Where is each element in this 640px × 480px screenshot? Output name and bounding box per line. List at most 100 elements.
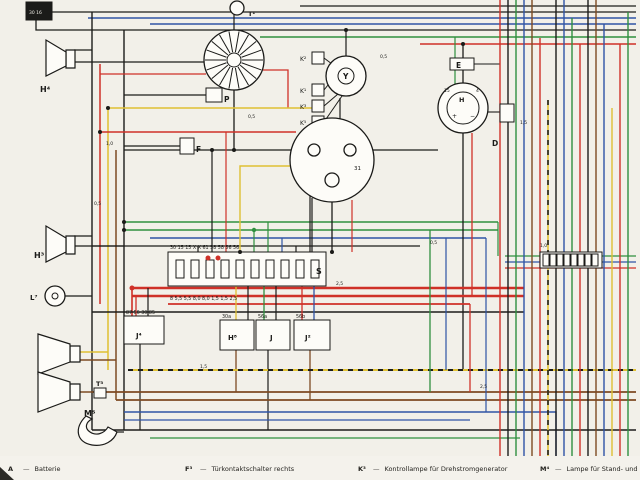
diagram-label: T³ — [96, 380, 103, 388]
fuse-cell — [280, 259, 290, 279]
diagram-label: T¹ — [248, 10, 255, 18]
speaker-h3-body — [65, 235, 76, 255]
legend-separator: — — [23, 465, 30, 473]
horn-m5-symbol — [77, 415, 118, 446]
diagram-label: 2,5 — [336, 281, 343, 287]
legend-separator: — — [555, 465, 562, 473]
fan-spoke — [234, 31, 240, 53]
junction-dot — [129, 285, 135, 291]
legend-label: Lampe für Stand- und — [566, 465, 638, 473]
relay-h8-box — [219, 319, 255, 351]
wire — [323, 93, 339, 107]
diagram-label: 56b — [296, 314, 305, 320]
fan-spoke — [211, 64, 229, 80]
fan-spoke — [211, 40, 229, 56]
diagram-label: 0,5 — [94, 201, 101, 207]
strip-cell — [563, 253, 571, 267]
junction-dot — [205, 255, 211, 261]
diagram-label: − — [470, 113, 475, 120]
junction-dot — [106, 106, 110, 110]
diagram-label: 4 — [476, 88, 479, 94]
junction-dot — [461, 42, 465, 46]
fuse-cell — [310, 259, 320, 279]
fuse-cell — [175, 259, 185, 279]
fan-spoke — [228, 67, 234, 89]
diagram-label: 2,5 — [480, 384, 487, 390]
diagram-label: J — [269, 334, 273, 342]
legend-separator: — — [373, 465, 380, 473]
fan-spoke — [228, 31, 234, 53]
diagram-label: 0,5 — [380, 54, 387, 60]
diagram-label: K⁵ — [300, 120, 307, 127]
legend-label: Kontrollampe für Drehstromgenerator — [384, 465, 508, 473]
diagram-label: 1,0 — [106, 141, 113, 147]
junction-dot — [210, 148, 214, 152]
diagram-label: M⁵ — [84, 409, 96, 418]
diagram-label: 0,5 — [430, 240, 437, 246]
diagram-label: + — [452, 113, 457, 120]
relay-j4-box — [123, 315, 165, 345]
legend-item: M⁴—Lampe für Stand- und — [540, 465, 637, 473]
diagram-label: H⁸ — [228, 334, 237, 342]
component-t3-box — [93, 387, 107, 399]
diagram-label: 30a — [222, 314, 231, 320]
speaker-h4-body — [65, 49, 76, 69]
instrument-cluster-symbol — [289, 117, 375, 203]
diagram-label: 0,5 — [248, 114, 255, 120]
lamp-k2-box — [311, 51, 325, 65]
fan-spoke — [206, 62, 227, 71]
legend-label: Türkontaktschalter rechts — [211, 465, 295, 473]
legend-item: K³ — Kontrollampe für Drehstromgenerator — [358, 465, 507, 473]
diagram-label: 1,5 — [200, 364, 207, 370]
speaker-h4-cone — [45, 38, 67, 77]
diagram-label: S — [316, 267, 322, 276]
lamp-k3-box — [311, 99, 325, 113]
diagram-label: F — [196, 145, 201, 154]
diagram-label: K¹ — [300, 88, 307, 95]
relay-j-box — [255, 319, 291, 351]
inner-circle — [226, 52, 242, 68]
legend-label: Batterie — [34, 465, 61, 473]
fuse-cell — [220, 259, 230, 279]
junction-dot — [232, 148, 236, 152]
headlamp-upper-body — [69, 345, 81, 363]
junction-dot — [251, 227, 257, 233]
cluster-sub-dial — [343, 143, 357, 157]
junction-dot — [330, 250, 334, 254]
fuse-cell — [235, 259, 245, 279]
legend-key: K³ — [358, 465, 366, 473]
relay-j2-box — [293, 319, 331, 351]
fan-spoke — [241, 62, 262, 71]
legend-separator: — — [200, 465, 207, 473]
strip-cell — [584, 253, 592, 267]
diagram-label: 1,0 — [540, 243, 547, 249]
fuse-cell — [295, 259, 305, 279]
connector-top-left — [25, 1, 53, 21]
headlamp-lower-body — [69, 383, 81, 401]
legend-key: F³ — [185, 465, 193, 473]
junction-dot — [122, 228, 126, 232]
diagram-label: Y — [342, 72, 349, 81]
junction-dot — [344, 28, 348, 32]
fan-spoke — [234, 67, 240, 89]
diagram-label: 1,5 — [520, 120, 527, 126]
diagram-label: J⁴ — [135, 332, 142, 340]
fuse-cell — [205, 259, 215, 279]
diagram-label: K² — [300, 56, 307, 63]
diagram-label: H⁴ — [40, 85, 51, 94]
wire — [35, 20, 88, 31]
fuse-cell — [250, 259, 260, 279]
fuse-cell — [190, 259, 200, 279]
fan-spoke — [219, 34, 231, 54]
diagram-label: 31 — [354, 166, 361, 172]
diagram-label: 15 — [444, 88, 450, 94]
diagram-label: D — [492, 139, 498, 148]
inner-circle — [337, 67, 355, 85]
strip-cell — [570, 253, 578, 267]
diagram-label: 30 16 — [29, 10, 42, 16]
fan-spoke — [241, 49, 262, 58]
diagram-label: P — [224, 95, 230, 104]
